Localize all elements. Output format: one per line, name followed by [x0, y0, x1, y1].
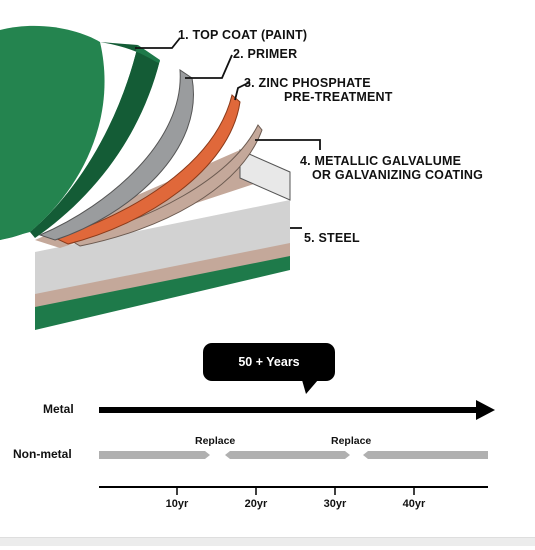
slab-side — [239, 149, 291, 201]
leader-lines — [135, 37, 321, 229]
layer-topcoat-dark — [30, 42, 160, 238]
leader-zinc — [234, 81, 251, 101]
metal-label: Metal — [43, 402, 74, 416]
tick-label-30yr: 30yr — [323, 498, 347, 510]
label-zinc-line2: PRE-TREATMENT — [284, 90, 393, 104]
layer-topcoat-sheet — [0, 25, 105, 241]
nonmetal-bar-1 — [99, 451, 210, 459]
layer-galvalume-peel — [68, 124, 263, 247]
nonmetal-bar-3 — [363, 451, 488, 459]
nonmetal-label: Non-metal — [13, 447, 72, 461]
slab-bottom-tan — [35, 242, 290, 307]
metal-arrow-head — [476, 400, 495, 420]
slab-bottom-green — [35, 255, 290, 330]
layer-zinc-phosphate-peel — [53, 94, 241, 245]
tick-label-40yr: 40yr — [402, 498, 426, 510]
timeline — [99, 343, 495, 495]
bubble-label: 50 + Years — [238, 355, 300, 369]
label-galvalume-line1: 4. METALLIC GALVALUME — [300, 154, 462, 168]
label-primer: 2. PRIMER — [233, 47, 298, 61]
label-galvalume-line2: OR GALVANIZING COATING — [312, 168, 484, 182]
label-top-coat: 1. TOP COAT (PAINT) — [178, 28, 308, 42]
label-steel: 5. STEEL — [304, 231, 360, 245]
label-zinc-line1: 3. ZINC PHOSPHATE — [244, 76, 371, 90]
tick-label-20yr: 20yr — [244, 498, 268, 510]
peeled-layers — [0, 25, 263, 247]
slab-front-face — [35, 200, 290, 294]
replace-label-2: Replace — [331, 435, 372, 447]
bottom-border — [0, 537, 535, 546]
leader-top-coat — [135, 37, 181, 49]
tick-label-10yr: 10yr — [165, 498, 189, 510]
label-galvalume: 4. METALLIC GALVALUME OR GALVANIZING COA… — [300, 154, 483, 182]
nonmetal-bar-2 — [225, 451, 350, 459]
label-zinc-phosphate: 3. ZINC PHOSPHATE PRE-TREATMENT — [244, 76, 393, 104]
replace-label-1: Replace — [195, 435, 236, 447]
leader-primer — [185, 54, 233, 79]
leader-galvalume — [255, 139, 321, 150]
bubble-tail — [302, 380, 318, 394]
bubble-box — [203, 343, 335, 381]
